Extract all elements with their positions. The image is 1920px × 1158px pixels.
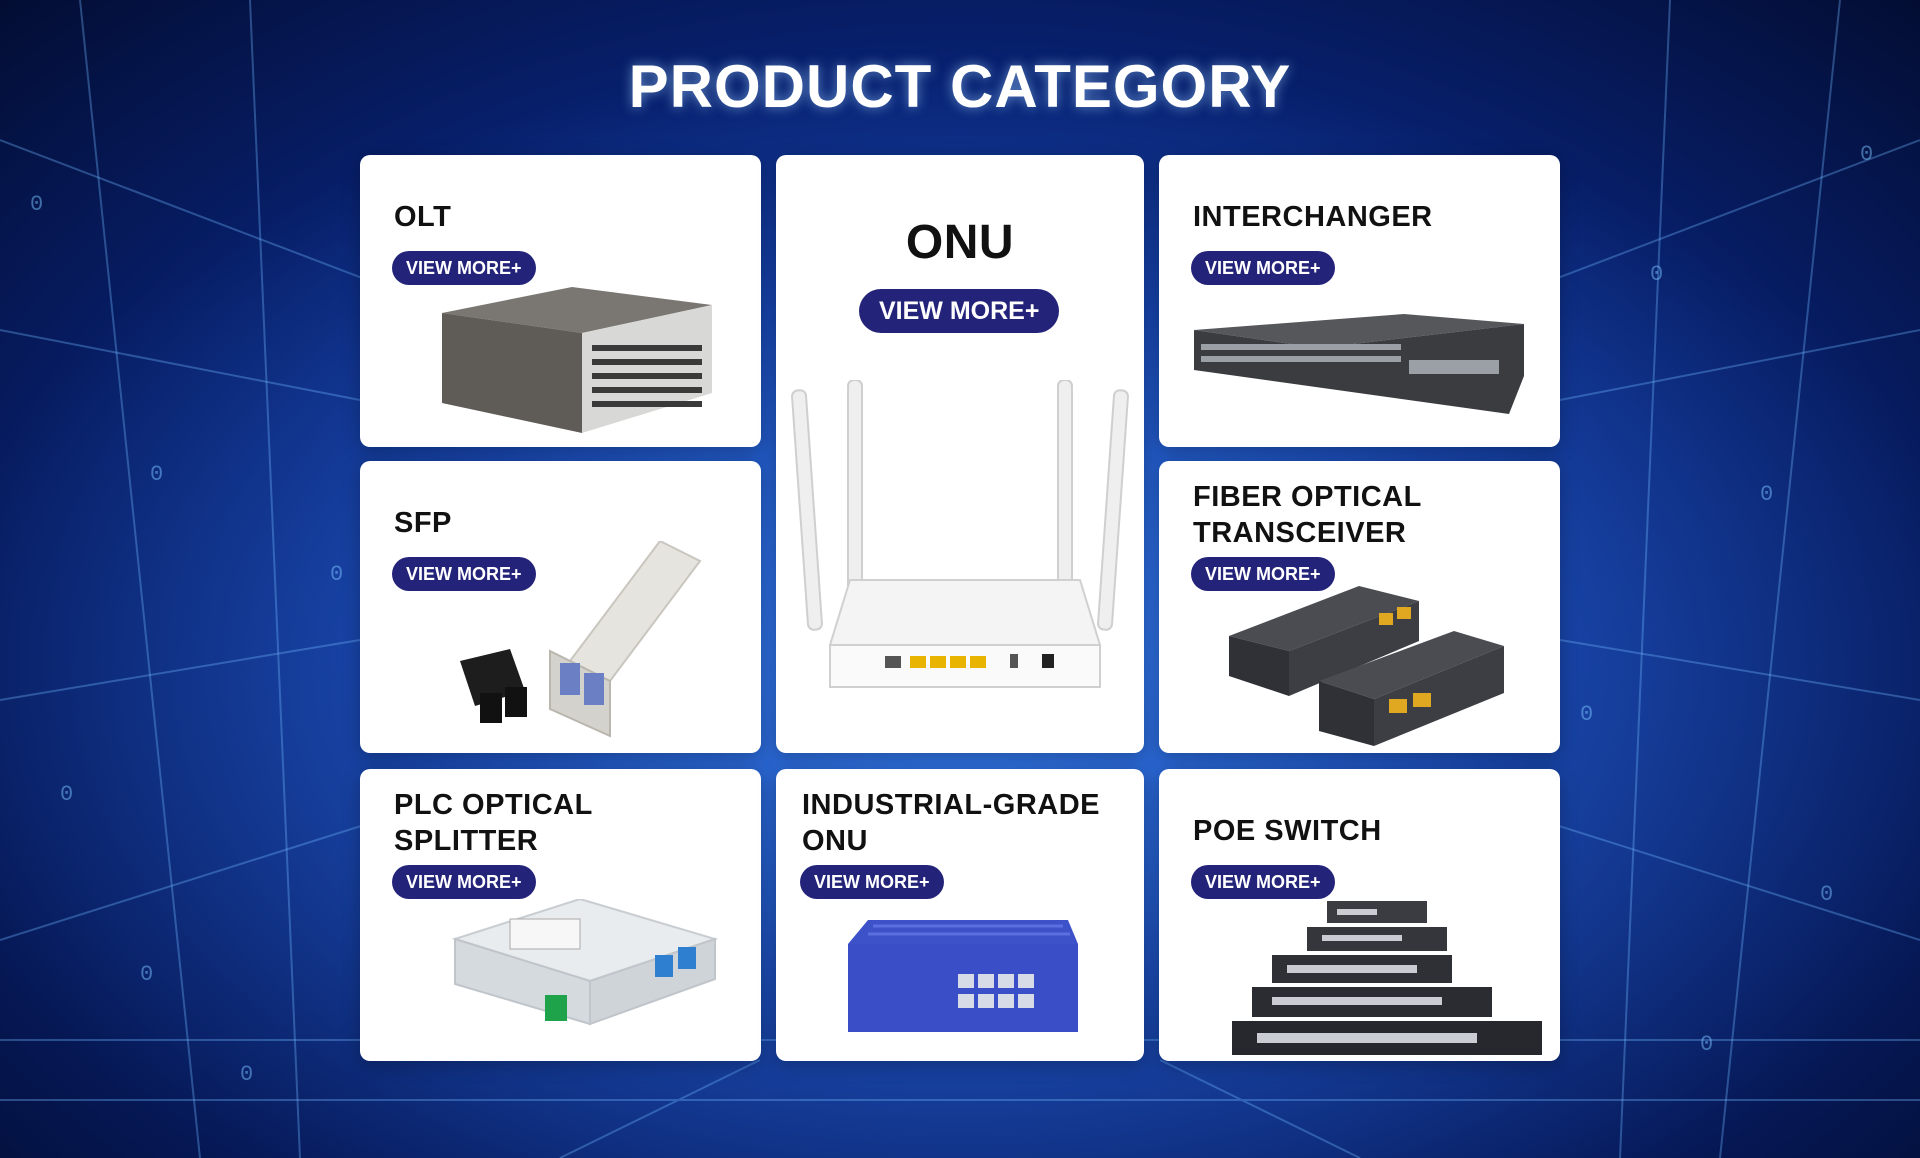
svg-text:0: 0 — [30, 192, 43, 217]
plc-splitter-icon — [451, 899, 719, 1026]
svg-text:0: 0 — [150, 462, 163, 487]
page-title: PRODUCT CATEGORY — [628, 53, 1292, 120]
category-card-interchanger[interactable]: INTERCHANGER VIEW MORE+ — [1159, 155, 1560, 447]
sfp-module-icon — [460, 541, 702, 738]
category-title: SFP — [394, 507, 452, 539]
svg-text:0: 0 — [60, 782, 73, 807]
svg-text:0: 0 — [1820, 882, 1833, 907]
category-card-plc-optical-splitter[interactable]: PLC OPTICAL SPLITTER VIEW MORE+ — [360, 769, 761, 1061]
category-title: INTERCHANGER — [1193, 201, 1433, 233]
svg-text:0: 0 — [1580, 702, 1593, 727]
category-card-fiber-optical-transceiver[interactable]: FIBER OPTICAL TRANSCEIVER VIEW MORE+ — [1159, 461, 1560, 753]
category-card-onu[interactable]: ONU VIEW MORE+ — [776, 155, 1144, 753]
svg-text:0: 0 — [1700, 1032, 1713, 1057]
olt-chassis-icon — [442, 287, 712, 433]
category-card-poe-switch[interactable]: POE SWITCH VIEW MORE+ — [1159, 769, 1560, 1061]
media-converter-icon — [1229, 586, 1504, 746]
wifi-router-icon — [791, 380, 1129, 688]
view-more-button[interactable]: VIEW MORE+ — [392, 251, 536, 285]
category-title: POE SWITCH — [1193, 815, 1382, 847]
view-more-button[interactable]: VIEW MORE+ — [392, 865, 536, 899]
poe-switch-stack-icon — [1232, 901, 1542, 1055]
view-more-button[interactable]: VIEW MORE+ — [1191, 251, 1335, 285]
svg-text:0: 0 — [140, 962, 153, 987]
view-more-button[interactable]: VIEW MORE+ — [800, 865, 944, 899]
svg-text:0: 0 — [330, 562, 343, 587]
category-card-olt[interactable]: OLT VIEW MORE+ — [360, 155, 761, 447]
category-card-industrial-grade-onu[interactable]: INDUSTRIAL-GRADE ONU VIEW MORE+ — [776, 769, 1144, 1061]
view-more-button[interactable]: VIEW MORE+ — [859, 289, 1060, 333]
category-card-sfp[interactable]: SFP VIEW MORE+ — [360, 461, 761, 753]
category-title: OLT — [394, 201, 452, 233]
svg-text:0: 0 — [1760, 482, 1773, 507]
svg-text:0: 0 — [1650, 262, 1663, 287]
svg-text:0: 0 — [1860, 142, 1873, 167]
view-more-button[interactable]: VIEW MORE+ — [1191, 557, 1335, 591]
svg-text:0: 0 — [240, 1062, 253, 1087]
category-title: FIBER OPTICAL TRANSCEIVER — [1193, 481, 1422, 549]
industrial-onu-icon — [848, 920, 1078, 1032]
view-more-button[interactable]: VIEW MORE+ — [1191, 865, 1335, 899]
category-title: INDUSTRIAL-GRADE ONU — [802, 789, 1100, 857]
network-switch-icon — [1194, 314, 1524, 414]
category-title: ONU — [905, 216, 1015, 269]
category-title: PLC OPTICAL SPLITTER — [394, 789, 593, 857]
view-more-button[interactable]: VIEW MORE+ — [392, 557, 536, 591]
